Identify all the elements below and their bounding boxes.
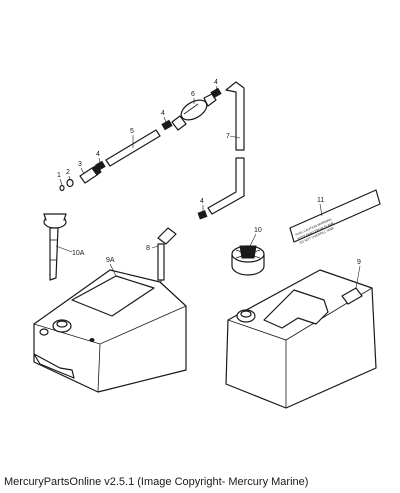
callout-4-clamp-a: 4 [214,79,218,86]
callout-4-clamp-b: 4 [161,110,165,117]
callout-4-clamp-c: 4 [96,151,100,158]
callout-2: 2 [66,169,70,176]
callout-3: 3 [78,161,82,168]
hose-clamp-part-4d [197,210,208,220]
primer-bulb-part-6 [171,93,217,131]
fuel-pickup-part-8 [157,227,177,286]
callout-8: 8 [146,245,150,252]
fuel-gauge-part-10a [43,213,67,281]
fuel-tank-part-9 [225,269,377,409]
callout-1: 1 [57,172,61,179]
callout-labels: 1 2 3 4 5 4 6 4 7 4 8 10A 9A 10 9 11 [57,79,361,266]
o-ring-part-2 [66,178,74,188]
fuel-tank-part-9a [33,269,187,393]
callout-10: 10 [254,227,262,234]
fuel-connector-part-3 [79,164,102,184]
image-copyright-caption: MercuryPartsOnline v2.5.1 (Image Copyrig… [4,476,309,488]
callout-4-clamp-d: 4 [200,198,204,205]
callout-7: 7 [226,133,230,140]
hose-clamp-part-4b [161,119,173,131]
callout-11: 11 [317,197,324,204]
callout-10a: 10A [72,250,85,257]
callout-9: 9 [357,259,361,266]
callout-9a: 9A [106,257,115,264]
fuel-system-exploded-diagram: FUEL CAUTION WARNING KEEP AWAY FROM FLAM… [33,79,381,409]
fuel-hose-part-7-lower [207,157,245,215]
fuel-cap-part-10 [231,245,265,276]
leader-lines [55,85,361,289]
warning-decal-part-11: FUEL CAUTION WARNING KEEP AWAY FROM FLAM… [289,189,381,245]
hose-clamp-part-4a [210,87,222,99]
callout-6: 6 [191,91,195,98]
callout-5: 5 [130,128,134,135]
o-ring-part-1 [59,184,65,192]
fuel-hose-part-7 [225,81,245,151]
